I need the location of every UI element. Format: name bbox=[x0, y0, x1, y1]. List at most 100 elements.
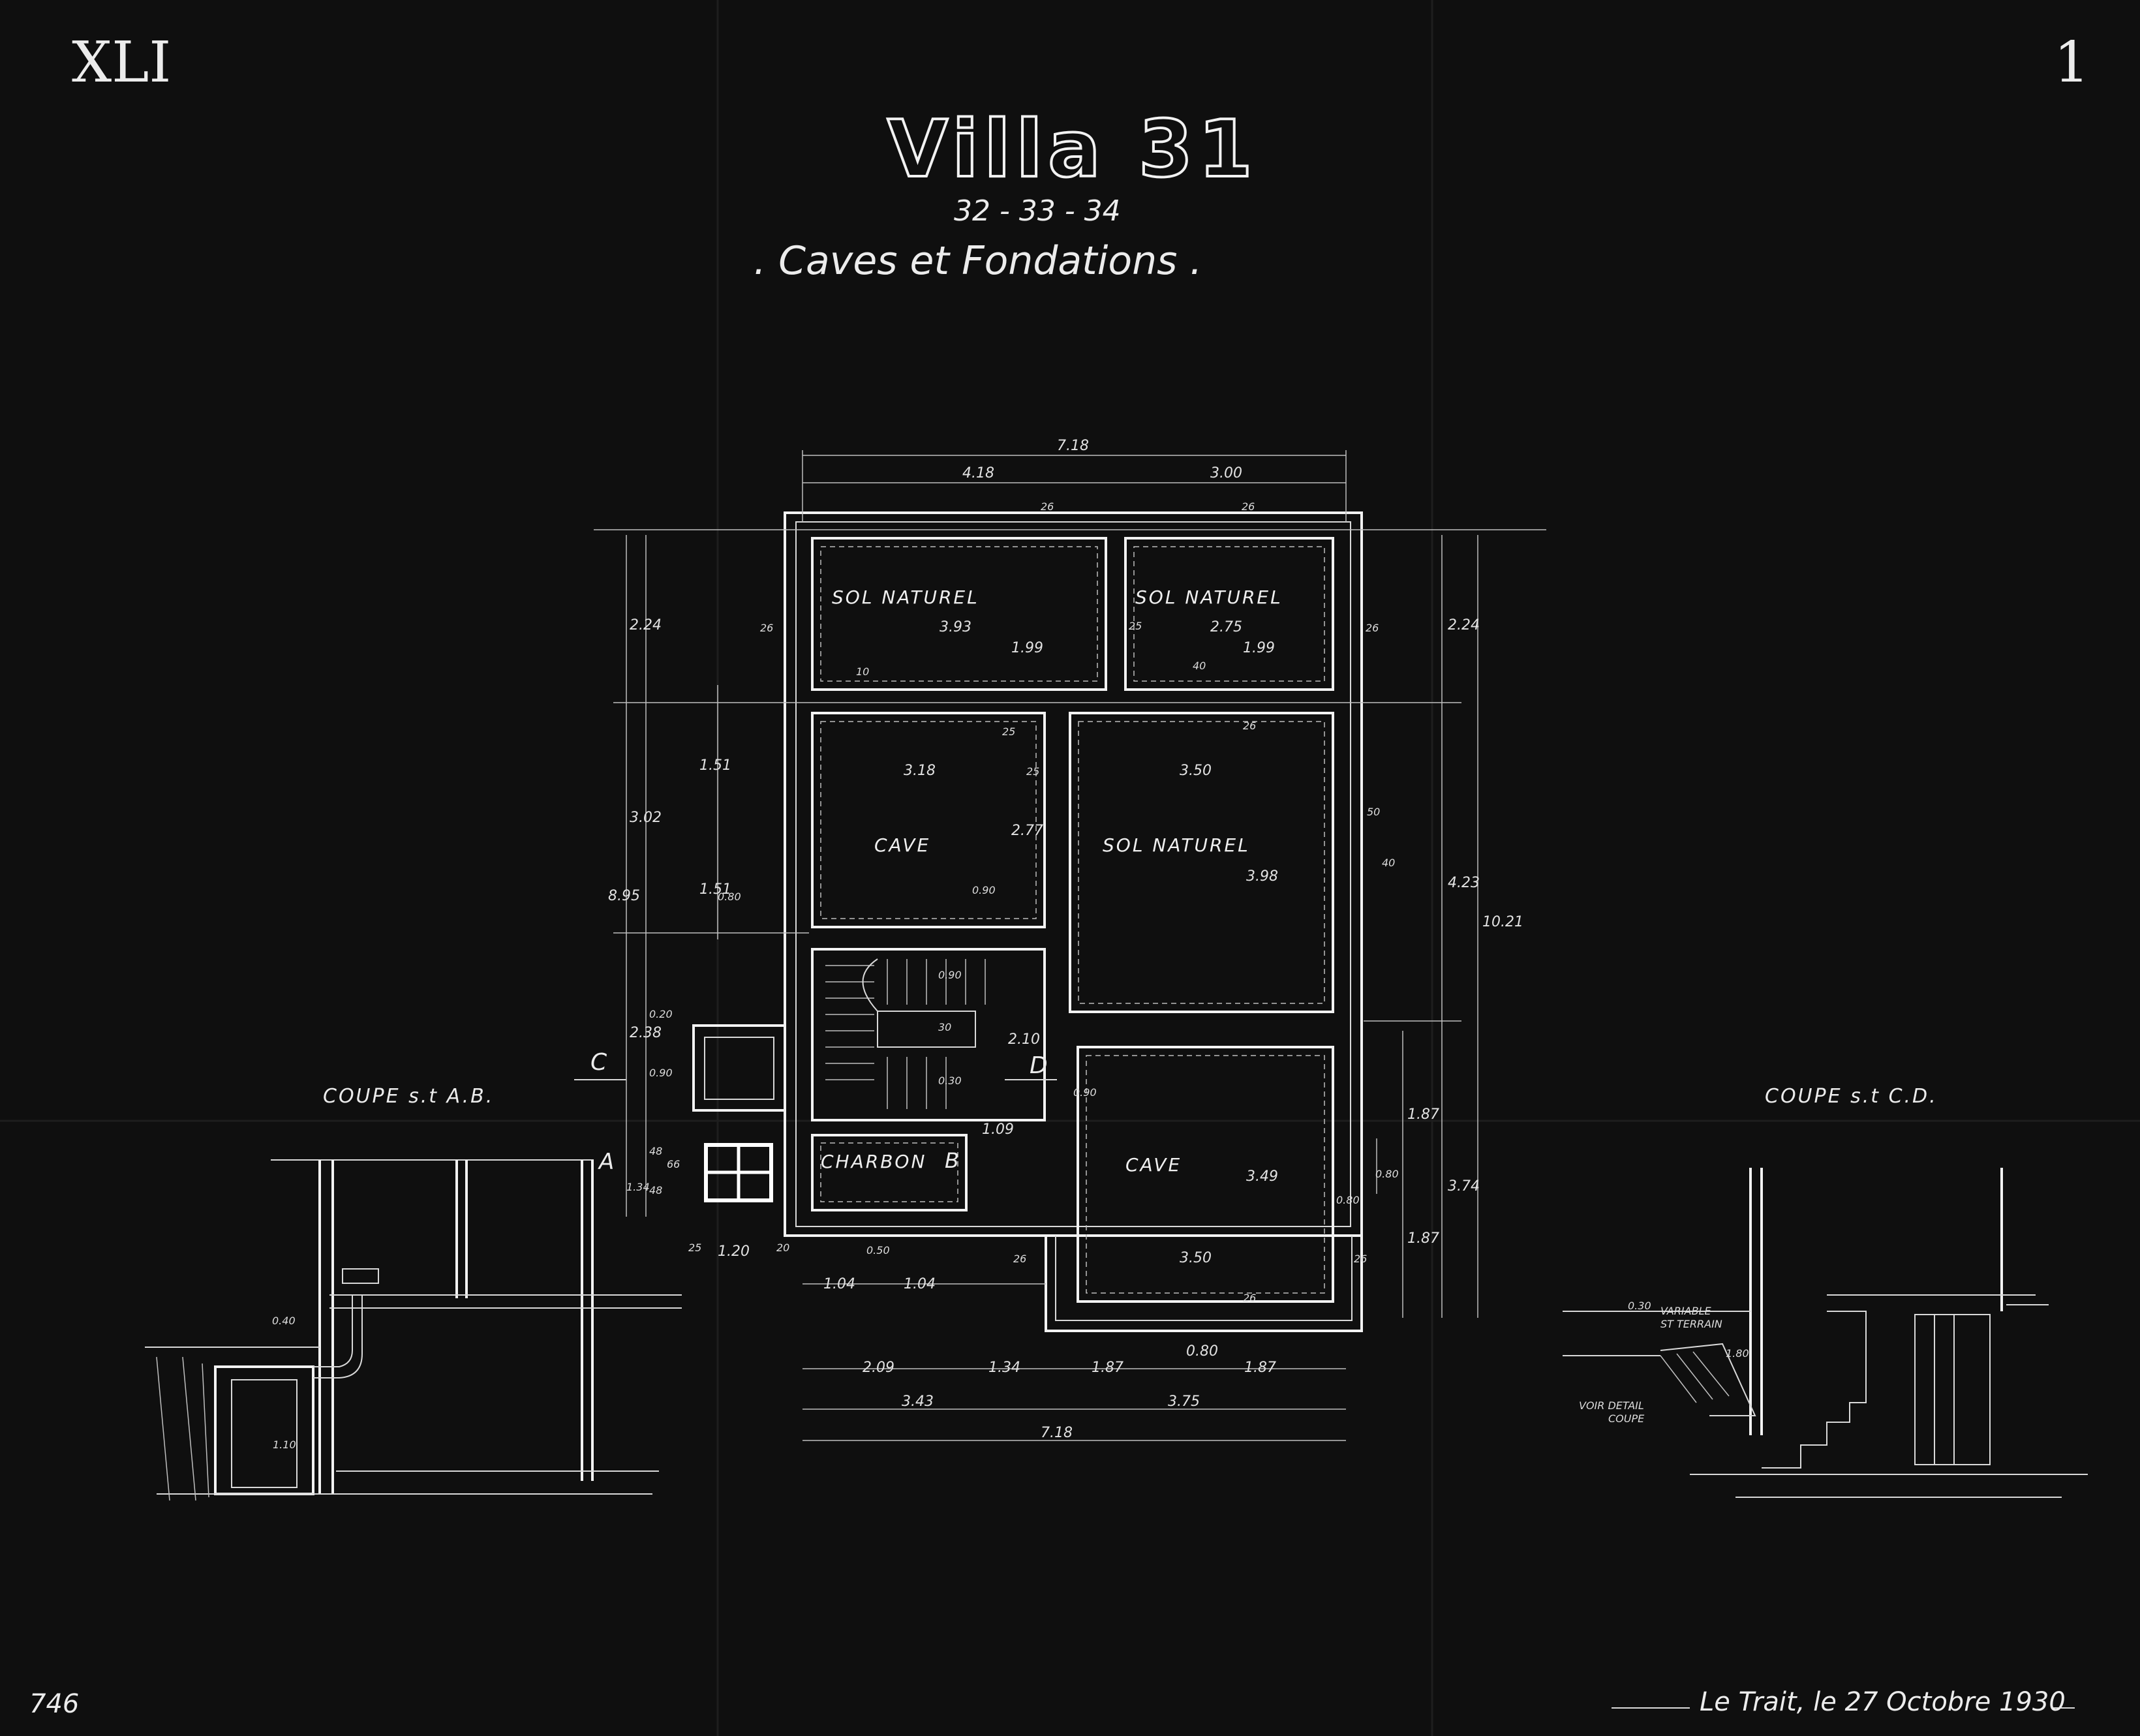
room-frame bbox=[811, 1134, 968, 1211]
archive-number: 746 bbox=[29, 1689, 79, 1719]
svg-text:66: 66 bbox=[667, 1158, 680, 1170]
footing-line bbox=[1078, 721, 1325, 1004]
svg-text:0.90: 0.90 bbox=[649, 1067, 673, 1079]
svg-text:25: 25 bbox=[1129, 620, 1142, 632]
signature: Le Trait, le 27 Octobre 1930 bbox=[1700, 1687, 2066, 1717]
svg-text:0.80: 0.80 bbox=[1186, 1343, 1218, 1360]
svg-text:0.50: 0.50 bbox=[866, 1244, 890, 1256]
plan-subtitle: . Caves et Fondations . bbox=[754, 238, 1202, 284]
stair-treads bbox=[887, 959, 986, 1109]
svg-text:0.20: 0.20 bbox=[649, 1008, 673, 1020]
svg-text:26: 26 bbox=[1366, 622, 1379, 634]
room-frame bbox=[811, 712, 1046, 928]
stair-frame bbox=[811, 948, 1046, 1121]
svg-text:48: 48 bbox=[649, 1145, 662, 1157]
svg-text:1.34: 1.34 bbox=[626, 1181, 650, 1193]
section-dim: 1.10 bbox=[273, 1439, 296, 1451]
svg-text:3.02: 3.02 bbox=[630, 810, 662, 826]
svg-text:0.80: 0.80 bbox=[1375, 1168, 1399, 1180]
svg-text:48: 48 bbox=[649, 1184, 662, 1196]
section-marker: A bbox=[598, 1149, 614, 1175]
room-label: SOL NATUREL bbox=[832, 586, 979, 608]
plan-subtitle-numbers: 32 - 33 - 34 bbox=[954, 194, 1121, 228]
section-marker: C bbox=[590, 1049, 607, 1076]
svg-text:1.04: 1.04 bbox=[823, 1276, 855, 1292]
svg-text:2.10: 2.10 bbox=[1008, 1031, 1040, 1048]
svg-text:4.23: 4.23 bbox=[1448, 875, 1480, 891]
room-label: CAVE bbox=[874, 834, 930, 856]
svg-text:25: 25 bbox=[688, 1241, 701, 1254]
dimension-lines bbox=[594, 450, 1546, 1441]
footing-line bbox=[1086, 1055, 1325, 1294]
svg-text:1.51: 1.51 bbox=[699, 757, 731, 774]
svg-text:3.00: 3.00 bbox=[1210, 465, 1242, 481]
svg-text:0.80: 0.80 bbox=[1336, 1194, 1360, 1206]
svg-text:10: 10 bbox=[856, 665, 869, 678]
extension-wall bbox=[1045, 1236, 1363, 1332]
svg-text:3.75: 3.75 bbox=[1168, 1393, 1200, 1410]
svg-text:2.24: 2.24 bbox=[630, 617, 662, 633]
svg-text:3.18: 3.18 bbox=[904, 763, 936, 779]
svg-text:3.43: 3.43 bbox=[902, 1393, 934, 1410]
svg-text:7.18: 7.18 bbox=[1057, 438, 1089, 454]
footing-line bbox=[820, 546, 1098, 682]
svg-text:50: 50 bbox=[1367, 806, 1380, 818]
room-frame bbox=[1069, 712, 1334, 1013]
room-label: SOL NATUREL bbox=[1135, 586, 1283, 608]
svg-text:26: 26 bbox=[1243, 1292, 1256, 1304]
room-frame bbox=[811, 537, 1107, 691]
svg-text:1.87: 1.87 bbox=[1407, 1106, 1439, 1123]
section-marker: B bbox=[945, 1148, 959, 1173]
dimension-texts: 7.18 4.18 3.00 26 26 3.93 2.75 26 25 26 … bbox=[608, 438, 1523, 1441]
svg-text:20: 20 bbox=[776, 1241, 789, 1254]
room-label: CHARBON bbox=[821, 1151, 926, 1172]
svg-text:4.18: 4.18 bbox=[962, 465, 994, 481]
svg-text:26: 26 bbox=[1013, 1253, 1026, 1265]
room-label: SOL NATUREL bbox=[1103, 834, 1250, 856]
svg-text:1.04: 1.04 bbox=[904, 1276, 936, 1292]
section-dim: 0.40 bbox=[272, 1315, 296, 1327]
section-note: VARIABLE bbox=[1660, 1305, 1711, 1317]
svg-text:1.87: 1.87 bbox=[1244, 1360, 1276, 1376]
svg-text:8.95: 8.95 bbox=[608, 888, 640, 904]
svg-text:7.18: 7.18 bbox=[1041, 1425, 1073, 1441]
svg-text:26: 26 bbox=[1243, 720, 1256, 732]
svg-text:40: 40 bbox=[1382, 857, 1395, 869]
footing-line bbox=[820, 721, 1037, 919]
svg-text:25: 25 bbox=[1002, 725, 1015, 738]
entry-steps bbox=[692, 1024, 786, 1112]
svg-text:0.90: 0.90 bbox=[938, 969, 962, 981]
plan-title: Villa 31 bbox=[887, 104, 1258, 195]
svg-text:1.99: 1.99 bbox=[1011, 640, 1043, 656]
svg-text:3.50: 3.50 bbox=[1180, 763, 1212, 779]
svg-text:26: 26 bbox=[760, 622, 773, 634]
stair-treads bbox=[825, 965, 874, 1080]
stair-curve bbox=[862, 958, 878, 1012]
svg-text:2.24: 2.24 bbox=[1448, 617, 1480, 633]
svg-text:26: 26 bbox=[1041, 500, 1054, 513]
room-frame bbox=[1124, 537, 1334, 691]
svg-text:1.87: 1.87 bbox=[1407, 1230, 1439, 1247]
svg-text:25: 25 bbox=[1026, 765, 1039, 778]
svg-text:2.38: 2.38 bbox=[630, 1025, 662, 1041]
svg-text:1.87: 1.87 bbox=[1092, 1360, 1124, 1376]
svg-text:0.30: 0.30 bbox=[938, 1074, 962, 1087]
sheet-number: 1 bbox=[2054, 30, 2090, 95]
svg-text:3.93: 3.93 bbox=[940, 619, 971, 635]
plate-number: XLI bbox=[72, 30, 171, 95]
room-label: CAVE bbox=[1125, 1154, 1182, 1176]
svg-text:2.75: 2.75 bbox=[1210, 619, 1242, 635]
svg-text:40: 40 bbox=[1193, 660, 1206, 672]
svg-text:26: 26 bbox=[1354, 1253, 1367, 1265]
svg-text:3.98: 3.98 bbox=[1246, 868, 1278, 885]
section-label-right: COUPE s.t C.D. bbox=[1765, 1085, 1938, 1108]
floor-plan: SOL NATUREL SOL NATUREL CAVE SOL NATUREL… bbox=[574, 438, 1546, 1441]
section-note: COUPE bbox=[1608, 1412, 1645, 1425]
section-marker: D bbox=[1030, 1052, 1048, 1079]
section-note: ST TERRAIN bbox=[1660, 1318, 1722, 1330]
svg-text:1.34: 1.34 bbox=[988, 1360, 1020, 1376]
entry-steps-inner bbox=[704, 1037, 774, 1100]
svg-text:26: 26 bbox=[1242, 500, 1255, 513]
svg-text:10.21: 10.21 bbox=[1482, 914, 1523, 930]
